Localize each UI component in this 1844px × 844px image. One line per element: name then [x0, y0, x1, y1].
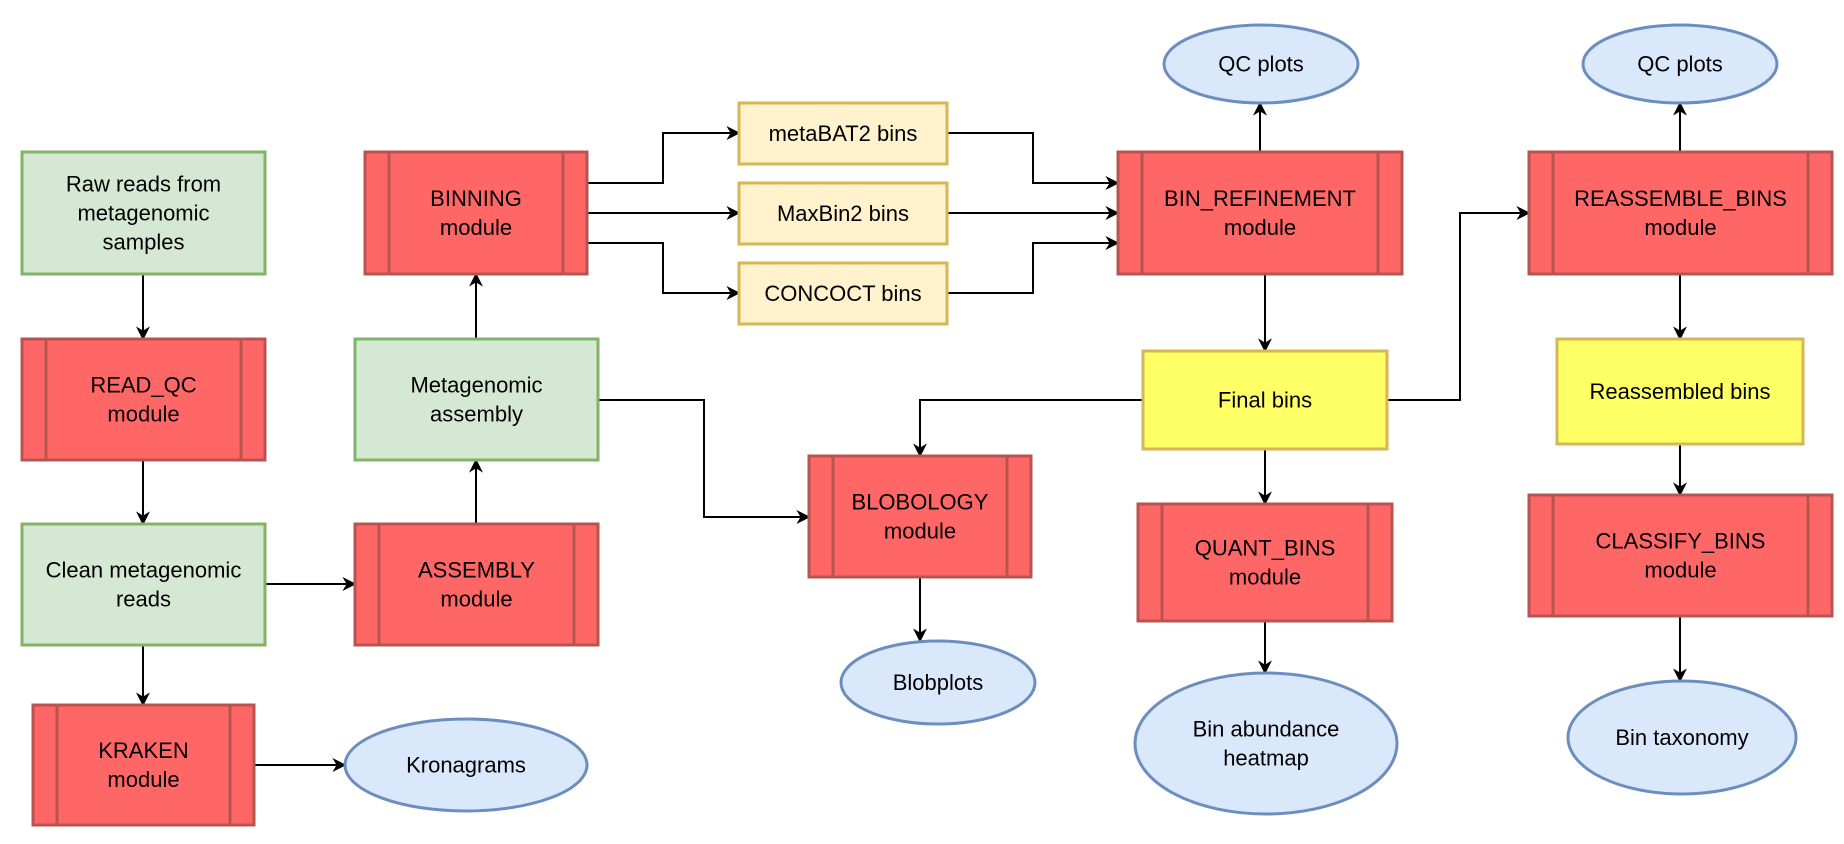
node-qc-plots-2-shape — [1581, 23, 1779, 105]
node-kronagrams: Kronagrams — [343, 717, 589, 813]
node-blobology-label: BLOBOLOGY — [852, 490, 989, 515]
node-final-bins: Final bins — [1141, 349, 1389, 451]
node-clean-reads-label: Clean metagenomic — [46, 558, 242, 583]
node-qc-plots-1-shape — [1162, 23, 1360, 105]
node-binning-label: BINNING — [430, 186, 522, 211]
node-quant-bins-shape — [1136, 502, 1394, 623]
node-assembly-module-label: module — [440, 587, 512, 612]
edge-concoct-to-bin-refinement — [947, 236, 1120, 294]
node-metagenomic-assembly-label: Metagenomic — [410, 373, 542, 398]
node-maxbin2-shape — [737, 181, 949, 246]
node-concoct-shape — [737, 261, 949, 326]
node-metagenomic-assembly-shape — [353, 337, 600, 462]
node-qc-plots-2: QC plots — [1581, 23, 1779, 105]
node-read-qc-label: READ_QC — [90, 373, 196, 398]
node-read-qc-label: module — [107, 402, 179, 427]
node-quant-bins-label: module — [1229, 565, 1301, 590]
edge-metabat2-to-bin-refinement — [947, 132, 1120, 190]
node-kraken: KRAKEN module — [31, 703, 256, 827]
node-kraken-label: module — [107, 767, 179, 792]
node-blobology-label: module — [884, 519, 956, 544]
node-reassemble-bins-label: module — [1644, 215, 1716, 240]
node-raw-reads-label: metagenomic — [77, 201, 209, 226]
node-reassembled-bins-shape — [1555, 337, 1805, 446]
node-blobplots: Blobplots — [839, 639, 1037, 726]
node-classify-bins-label: CLASSIFY_BINS — [1596, 529, 1766, 554]
node-kronagrams-shape — [343, 717, 589, 813]
node-maxbin2-label: MaxBin2 bins — [777, 201, 909, 226]
node-reassemble-bins-label: REASSEMBLE_BINS — [1574, 186, 1787, 211]
node-clean-reads: Clean metagenomic reads — [20, 522, 267, 647]
node-read-qc-shape — [20, 337, 267, 462]
node-blobology: BLOBOLOGY module — [807, 454, 1033, 579]
node-classify-bins-shape — [1527, 493, 1834, 618]
node-kraken-shape — [31, 703, 256, 827]
node-assembly-module: ASSEMBLY module — [353, 522, 600, 647]
node-raw-reads-shape — [20, 150, 267, 276]
node-concoct-label: CONCOCT bins — [764, 281, 921, 306]
node-quant-bins-label: QUANT_BINS — [1195, 536, 1336, 561]
node-bin-refinement-label: BIN_REFINEMENT — [1164, 186, 1356, 211]
edge-metagenomic-assembly-to-blobology — [598, 399, 811, 524]
node-final-bins-shape — [1141, 349, 1389, 451]
node-kraken-label: KRAKEN — [98, 738, 188, 763]
node-metagenomic-assembly: Metagenomic assembly — [353, 337, 600, 462]
edge-binning-to-metabat2 — [587, 126, 741, 184]
node-metabat2: metaBAT2 bins — [737, 101, 949, 166]
node-bin-refinement-shape — [1116, 150, 1404, 276]
node-reassemble-bins-shape — [1527, 150, 1834, 276]
node-metabat2-shape — [737, 101, 949, 166]
node-bin-abundance-label: Bin abundance — [1193, 717, 1340, 742]
node-bin-taxonomy-label: Bin taxonomy — [1615, 725, 1748, 750]
node-assembly-module-label: ASSEMBLY — [418, 558, 535, 583]
node-binning-shape — [363, 150, 589, 276]
edge-final-bins-to-reassemble-bins — [1387, 206, 1531, 401]
node-bin-abundance-shape — [1133, 671, 1399, 816]
node-bin-refinement-label: module — [1224, 215, 1296, 240]
node-classify-bins-label: module — [1644, 558, 1716, 583]
node-raw-reads-label: samples — [103, 230, 185, 255]
edges — [136, 101, 1687, 772]
node-qc-plots-2-label: QC plots — [1637, 52, 1723, 77]
node-kronagrams-label: Kronagrams — [406, 753, 526, 778]
node-bin-abundance-label: heatmap — [1223, 746, 1309, 771]
node-blobplots-shape — [839, 639, 1037, 726]
node-bin-taxonomy: Bin taxonomy — [1566, 679, 1798, 796]
node-qc-plots-1: QC plots — [1162, 23, 1360, 105]
node-clean-reads-label: reads — [116, 587, 171, 612]
node-metagenomic-assembly-label: assembly — [430, 402, 523, 427]
node-maxbin2: MaxBin2 bins — [737, 181, 949, 246]
node-binning: BINNING module — [363, 150, 589, 276]
edge-final-bins-to-blobology — [913, 399, 1143, 458]
node-reassembled-bins: Reassembled bins — [1555, 337, 1805, 446]
node-raw-reads-label: Raw reads from — [66, 172, 221, 197]
node-blobplots-label: Blobplots — [893, 670, 984, 695]
node-bin-taxonomy-shape — [1566, 679, 1798, 796]
node-assembly-module-shape — [353, 522, 600, 647]
node-raw-reads: Raw reads from metagenomic samples — [20, 150, 267, 276]
node-reassembled-bins-label: Reassembled bins — [1590, 379, 1771, 404]
nodes: Raw reads frommetagenomicsamplesREAD_QCm… — [20, 23, 1834, 827]
node-metabat2-label: metaBAT2 bins — [769, 121, 918, 146]
edge-binning-to-concoct — [587, 242, 741, 300]
node-binning-label: module — [440, 215, 512, 240]
node-qc-plots-1-label: QC plots — [1218, 52, 1304, 77]
node-concoct: CONCOCT bins — [737, 261, 949, 326]
node-final-bins-label: Final bins — [1218, 388, 1312, 413]
node-clean-reads-shape — [20, 522, 267, 647]
node-blobology-shape — [807, 454, 1033, 579]
node-bin-abundance: Bin abundance heatmap — [1133, 671, 1399, 816]
